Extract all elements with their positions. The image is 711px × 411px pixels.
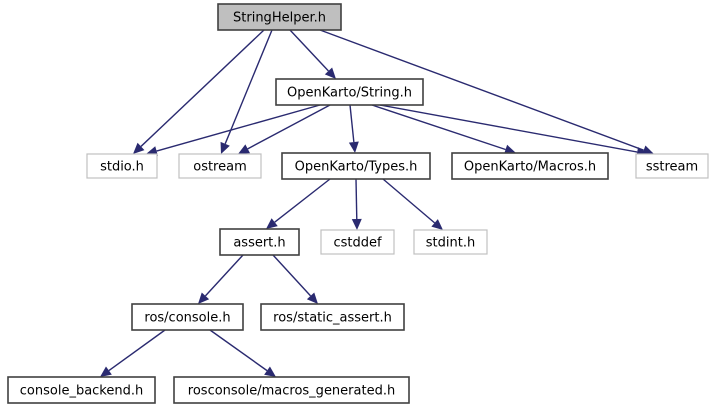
edge-line — [108, 329, 166, 372]
edge-layer — [100, 29, 654, 377]
node-label: OpenKarto/Macros.h — [464, 160, 596, 175]
edge-line — [349, 104, 355, 143]
node-sstream[interactable]: sstream — [635, 153, 709, 179]
node-macrosgen[interactable]: rosconsole/macros_generated.h — [173, 376, 410, 404]
node-label: ros/static_assert.h — [273, 311, 392, 326]
node-stdio[interactable]: stdio.h — [86, 153, 158, 179]
edge-kartostring-to-ostream — [238, 104, 331, 154]
edge-kartotypes-to-stdint — [382, 178, 443, 230]
node-label: assert.h — [233, 236, 285, 251]
node-box[interactable] — [131, 303, 244, 331]
edge-line — [355, 178, 358, 220]
edge-line — [319, 29, 644, 151]
edge-line — [209, 329, 268, 372]
node-box[interactable] — [219, 228, 300, 256]
arrowhead-icon — [238, 144, 251, 154]
edge-line — [371, 104, 506, 151]
edge-line — [140, 29, 265, 147]
arrowhead-icon — [306, 292, 318, 304]
edge-rosconsole-to-macrosgen — [209, 329, 276, 377]
edge-line — [289, 29, 329, 72]
node-rosstatic[interactable]: ros/static_assert.h — [260, 303, 405, 331]
node-assert[interactable]: assert.h — [219, 228, 300, 256]
node-box[interactable] — [260, 303, 405, 331]
node-label: OpenKarto/String.h — [287, 86, 412, 101]
node-label: cstddef — [333, 236, 382, 251]
edge-assert-to-rosstatic — [272, 254, 318, 304]
edge-line — [156, 104, 321, 152]
edge-line — [204, 254, 244, 297]
arrowhead-icon — [198, 292, 210, 304]
node-label: rosconsole/macros_generated.h — [188, 384, 395, 399]
node-label: ostream — [193, 160, 247, 175]
edge-kartostring-to-sstream — [379, 104, 648, 157]
node-label: OpenKarto/Types.h — [295, 160, 418, 175]
node-box[interactable] — [413, 229, 488, 255]
edge-kartostring-to-kartotypes — [348, 104, 359, 153]
edge-line — [224, 29, 273, 145]
edge-kartostring-to-kartomacros — [371, 104, 516, 155]
node-box[interactable] — [635, 153, 709, 179]
node-stdint[interactable]: stdint.h — [413, 229, 488, 255]
node-label: ros/console.h — [144, 311, 230, 326]
arrowhead-icon — [324, 67, 336, 79]
edge-rosconsole-to-consoleback — [100, 329, 166, 377]
node-box[interactable] — [217, 3, 342, 31]
node-label: sstream — [646, 160, 698, 175]
edge-stringhelper-to-stdio — [133, 29, 265, 154]
arrowhead-icon — [220, 141, 230, 154]
node-cstddef[interactable]: cstddef — [320, 229, 395, 255]
edge-kartotypes-to-cstddef — [351, 178, 362, 230]
edge-kartotypes-to-assert — [266, 178, 331, 229]
arrowhead-icon — [133, 142, 145, 154]
edge-line — [379, 104, 638, 153]
node-kartomacros[interactable]: OpenKarto/Macros.h — [451, 152, 609, 180]
arrowhead-icon — [348, 141, 359, 153]
node-label: stdint.h — [426, 236, 475, 251]
edge-kartostring-to-stdio — [146, 104, 321, 156]
node-box[interactable] — [281, 152, 431, 180]
node-box[interactable] — [451, 152, 609, 180]
node-stringhelper[interactable]: StringHelper.h — [217, 3, 342, 31]
arrowhead-icon — [431, 219, 443, 230]
edge-line — [382, 178, 436, 224]
arrowhead-icon — [503, 144, 516, 155]
edge-line — [272, 254, 312, 297]
edge-stringhelper-to-ostream — [220, 29, 273, 154]
node-box[interactable] — [173, 376, 410, 404]
arrowhead-icon — [351, 218, 362, 230]
node-label: StringHelper.h — [233, 11, 326, 26]
node-ostream[interactable]: ostream — [178, 153, 262, 179]
node-kartotypes[interactable]: OpenKarto/Types.h — [281, 152, 431, 180]
node-kartostring[interactable]: OpenKarto/String.h — [275, 78, 424, 106]
node-rosconsole[interactable]: ros/console.h — [131, 303, 244, 331]
arrowhead-icon — [100, 366, 112, 377]
node-label: console_backend.h — [20, 384, 143, 399]
node-box[interactable] — [7, 376, 156, 404]
edge-assert-to-rosconsole — [198, 254, 244, 304]
node-consoleback[interactable]: console_backend.h — [7, 376, 156, 404]
edge-line — [247, 104, 331, 150]
node-box[interactable] — [178, 153, 262, 179]
edge-stringhelper-to-kartostring — [289, 29, 336, 79]
edge-line — [274, 178, 331, 223]
arrowhead-icon — [266, 218, 278, 229]
node-label: stdio.h — [100, 160, 144, 175]
node-box[interactable] — [86, 153, 158, 179]
arrowhead-icon — [264, 366, 276, 377]
node-box[interactable] — [275, 78, 424, 106]
node-box[interactable] — [320, 229, 395, 255]
